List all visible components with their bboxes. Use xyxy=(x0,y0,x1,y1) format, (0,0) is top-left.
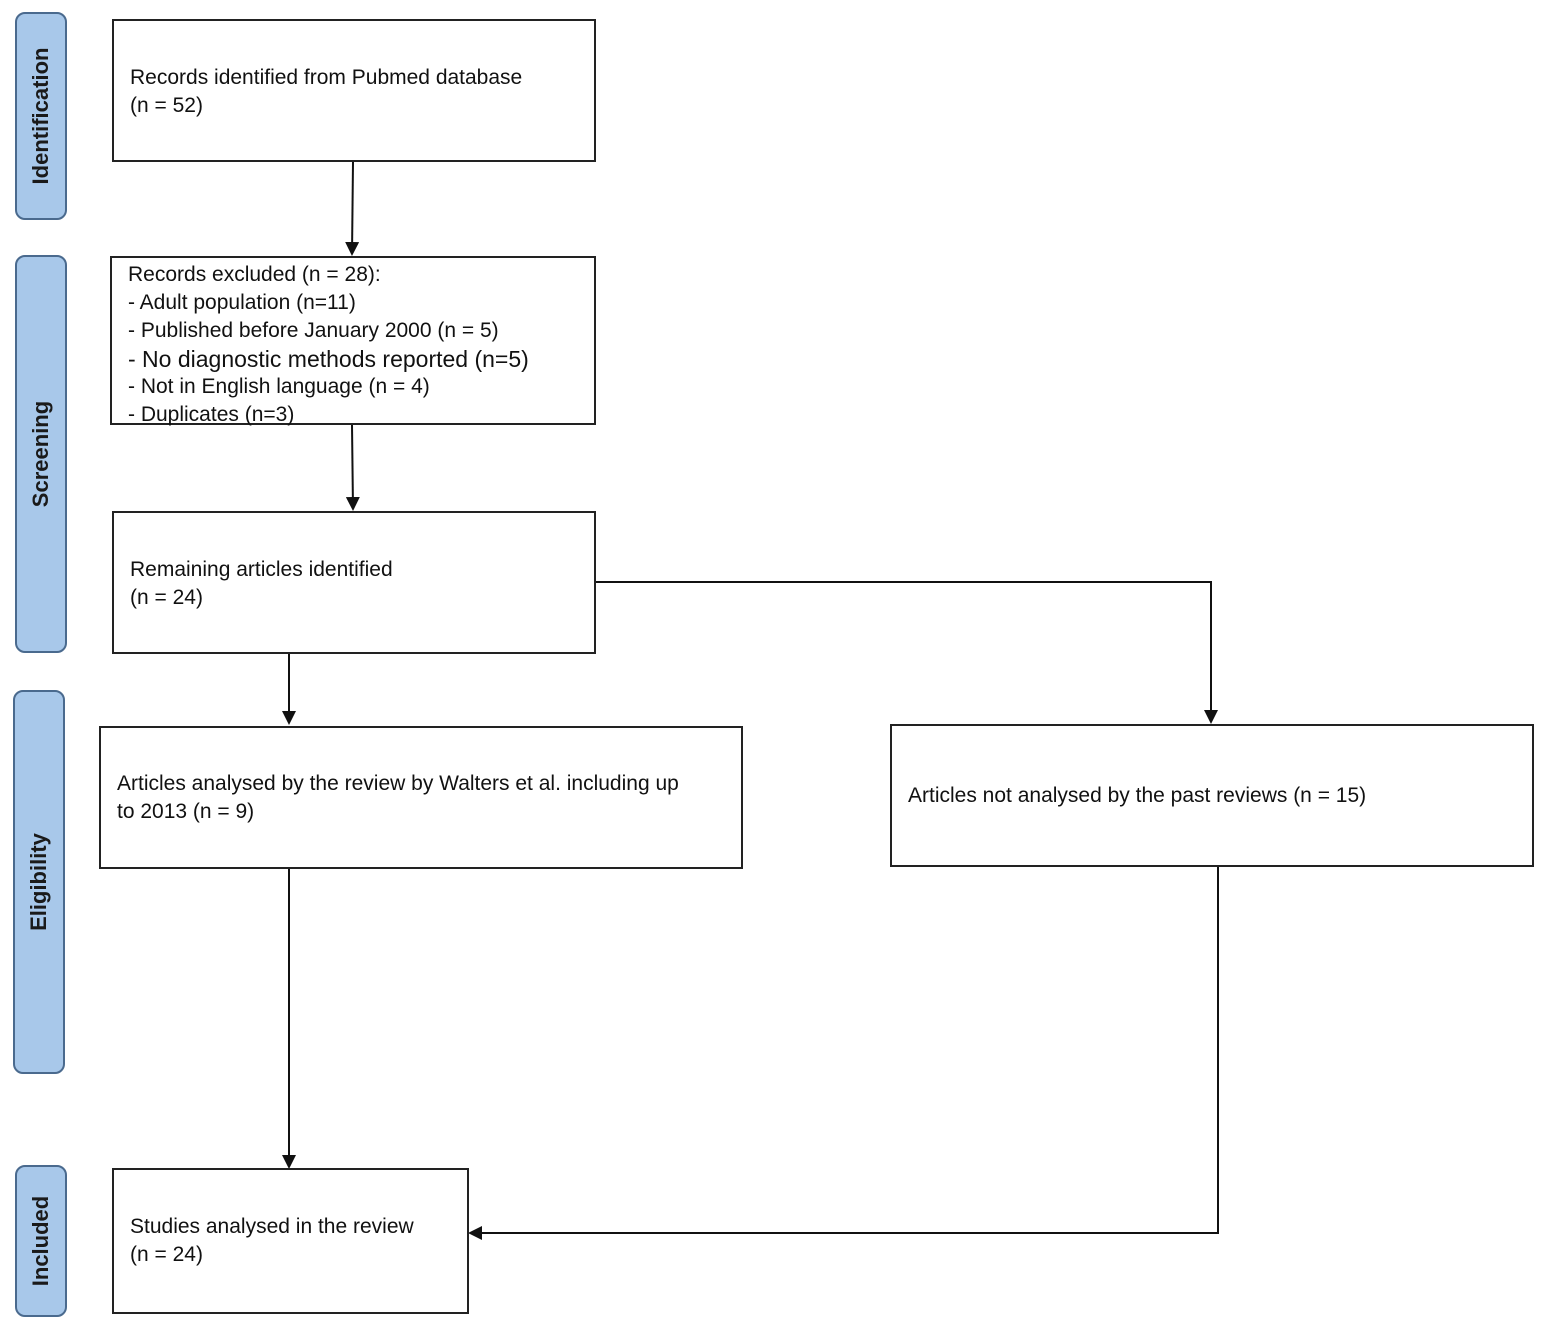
stage-label-screening: Screening xyxy=(15,255,67,653)
arrow-not-analysed-to-included xyxy=(468,867,1219,1240)
arrow-excluded-to-remaining xyxy=(345,424,360,511)
exclusion-reason: - Adult population (n=11) xyxy=(128,291,356,314)
box-studies-included: Studies analysed in the review (n = 24) xyxy=(112,1168,469,1314)
box-walters-review: Articles analysed by the review by Walte… xyxy=(99,726,743,869)
remaining-articles-text: Remaining articles identified xyxy=(130,558,393,581)
stage-label-identification: Identification xyxy=(15,12,67,220)
stage-label-eligibility: Eligibility xyxy=(13,690,65,1074)
studies-included-count: (n = 24) xyxy=(130,1243,203,1266)
stage-label-included: Included xyxy=(15,1165,67,1317)
exclusion-reason: - Duplicates (n=3) xyxy=(128,403,295,426)
records-identified-text: Records identified from Pubmed database xyxy=(130,66,523,89)
not-analysed-text: Articles not analysed by the past review… xyxy=(908,784,1367,807)
walters-review-text-line1: Articles analysed by the review by Walte… xyxy=(117,772,679,795)
box-not-analysed: Articles not analysed by the past review… xyxy=(890,724,1534,867)
studies-included-text: Studies analysed in the review xyxy=(130,1215,414,1238)
exclusion-reason: - Not in English language (n = 4) xyxy=(128,375,430,398)
box-records-excluded: Records excluded (n = 28): - Adult popul… xyxy=(110,256,596,426)
remaining-articles-count: (n = 24) xyxy=(130,586,203,609)
arrow-identified-to-excluded xyxy=(345,161,360,256)
walters-review-text-line2: to 2013 (n = 9) xyxy=(117,800,255,823)
records-identified-count: (n = 52) xyxy=(130,94,203,117)
arrow-remaining-to-not-analysed xyxy=(596,581,1218,724)
box-records-identified: Records identified from Pubmed database … xyxy=(112,19,596,162)
exclusion-reason: - No diagnostic methods reported (n=5) xyxy=(128,346,529,372)
box-remaining-articles: Remaining articles identified (n = 24) xyxy=(112,511,596,654)
records-excluded-heading: Records excluded (n = 28): xyxy=(128,263,381,286)
exclusion-reason: - Published before January 2000 (n = 5) xyxy=(128,319,499,342)
